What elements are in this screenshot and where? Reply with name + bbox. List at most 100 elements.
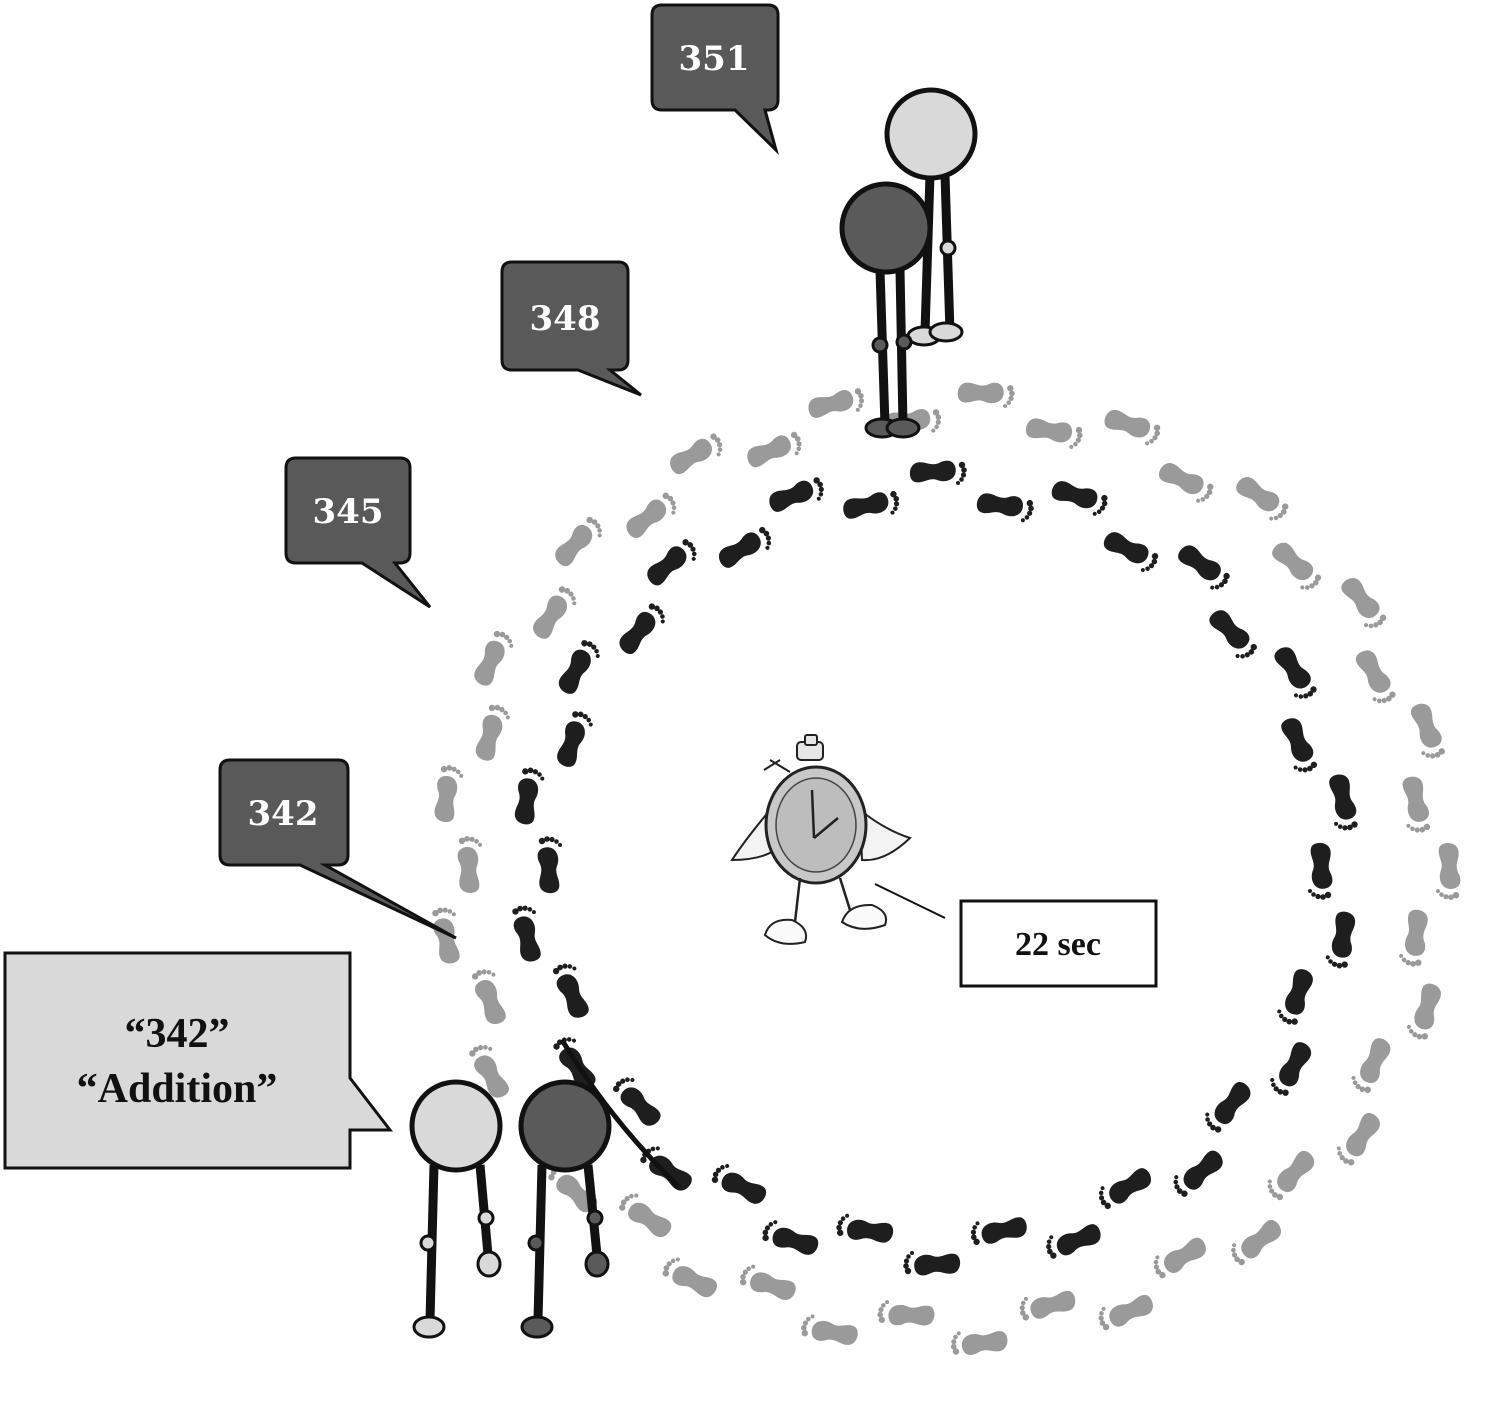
outer-footprint-33 [1025, 418, 1083, 449]
outer-footprint-28 [670, 433, 723, 475]
inner-footprint-13 [711, 1163, 767, 1204]
outer-footprint-35 [1158, 463, 1214, 503]
inner-footprint-6 [1173, 1150, 1223, 1197]
inner-footprint-27 [843, 491, 900, 519]
answer-callout-shape [3, 951, 394, 1170]
inner-footprint-3 [1277, 969, 1313, 1025]
inner-footprint-23 [619, 603, 665, 654]
inner-footprint-8 [1046, 1224, 1101, 1259]
bubble-348-label: 348 [530, 299, 601, 339]
outer-footprint-21 [457, 836, 483, 893]
outer-footprint-39 [1355, 650, 1396, 704]
bubble-351-shape [650, 3, 780, 155]
inner-footprint-36 [1329, 774, 1358, 831]
outer-footprint-26 [555, 516, 602, 567]
outer-footprint-6 [1231, 1219, 1281, 1266]
outer-footprint-10 [950, 1331, 1008, 1355]
outer-footprint-23 [475, 704, 510, 761]
inner-footprint-7 [1098, 1168, 1152, 1210]
inner-footprint-4 [1270, 1042, 1312, 1096]
inner-footprint-1 [1308, 842, 1333, 900]
answer-callout-line1: “342” [125, 1011, 230, 1057]
outer-footprint-30 [808, 388, 865, 418]
timer-label: 22 sec [959, 899, 1158, 988]
walker-light-bottom [409, 1079, 503, 1339]
inner-footprint-24 [647, 539, 697, 586]
inner-footprint-22 [558, 640, 600, 694]
inner-footprint-33 [1209, 610, 1257, 659]
bubble-345-label: 345 [313, 492, 384, 532]
outer-footprint-27 [626, 492, 677, 539]
inner-footprint-28 [909, 460, 967, 485]
outer-footprint-41 [1402, 776, 1431, 833]
inner-footprint-31 [1103, 532, 1159, 573]
outer-footprint-37 [1272, 542, 1322, 590]
outer-footprint-track [432, 382, 1461, 1355]
inner-footprint-34 [1274, 647, 1317, 699]
outer-footprint-29 [747, 431, 802, 468]
inner-footprint-10 [903, 1251, 961, 1276]
inner-footprint-2 [1325, 911, 1356, 969]
outer-footprint-5 [1267, 1150, 1315, 1201]
outer-footprint-24 [474, 630, 514, 686]
speech-bubble-351: 351 [650, 3, 780, 155]
inner-footprint-15 [613, 1077, 661, 1126]
walker-light-top [884, 87, 978, 347]
outer-footprint-15 [619, 1193, 672, 1238]
inner-footprint-25 [718, 526, 772, 568]
walker-dark-bottom [518, 1079, 612, 1339]
outer-footprint-12 [801, 1314, 858, 1345]
inner-footprint-9 [970, 1217, 1027, 1245]
outer-footprint-13 [739, 1264, 796, 1301]
outer-footprint-1 [1399, 909, 1428, 967]
inner-footprint-19 [537, 836, 562, 894]
inner-footprint-35 [1281, 718, 1318, 773]
outer-footprint-40 [1410, 703, 1445, 759]
outer-footprint-32 [957, 382, 1015, 408]
timer-label-text: 22 sec [1015, 926, 1101, 963]
answer-callout: “342” “Addition” [3, 951, 394, 1170]
outer-footprint-11 [877, 1300, 935, 1326]
outer-footprint-9 [1019, 1290, 1076, 1321]
inner-footprint-18 [512, 905, 541, 962]
outer-footprint-18 [469, 1045, 509, 1098]
timer-label-box [959, 899, 1158, 988]
inner-footprint-20 [514, 767, 545, 825]
inner-footprint-29 [976, 493, 1034, 523]
inner-footprint-32 [1178, 545, 1230, 590]
bubble-345-shape [284, 456, 432, 609]
outer-footprint-42 [1435, 843, 1461, 900]
outer-footprint-34 [1104, 409, 1161, 446]
inner-footprint-5 [1205, 1082, 1251, 1133]
speech-bubble-345: 345 [284, 456, 432, 609]
inner-footprint-26 [769, 477, 824, 512]
outer-footprint-25 [533, 586, 577, 639]
outer-footprint-36 [1236, 477, 1289, 521]
outer-footprint-3 [1351, 1038, 1391, 1093]
bubble-351-label: 351 [679, 39, 750, 79]
path-line [559, 1038, 682, 1190]
inner-footprint-21 [557, 711, 593, 767]
timer-leader-line [874, 883, 946, 919]
outer-footprint-38 [1341, 578, 1387, 629]
walker-dark-top [839, 181, 933, 439]
outer-footprint-22 [434, 765, 464, 823]
inner-footprint-12 [762, 1220, 819, 1255]
outer-footprint-4 [1336, 1113, 1380, 1166]
bubble-348-shape [500, 260, 642, 397]
outer-footprint-2 [1406, 983, 1442, 1040]
outer-footprint-14 [662, 1257, 717, 1298]
answer-callout-line2: “Addition” [77, 1066, 278, 1112]
outer-footprint-19 [471, 969, 506, 1025]
stopwatch-icon [730, 734, 946, 945]
speech-bubble-342: 342 [218, 758, 457, 940]
inner-footprint-30 [1051, 481, 1108, 516]
bubble-342-shape [218, 758, 457, 940]
outer-footprint-8 [1098, 1294, 1153, 1331]
outer-footprint-7 [1153, 1237, 1206, 1279]
walker-pair-top [839, 87, 978, 439]
walker-pair-bottom [409, 1079, 612, 1339]
inner-footprint-11 [836, 1213, 894, 1243]
